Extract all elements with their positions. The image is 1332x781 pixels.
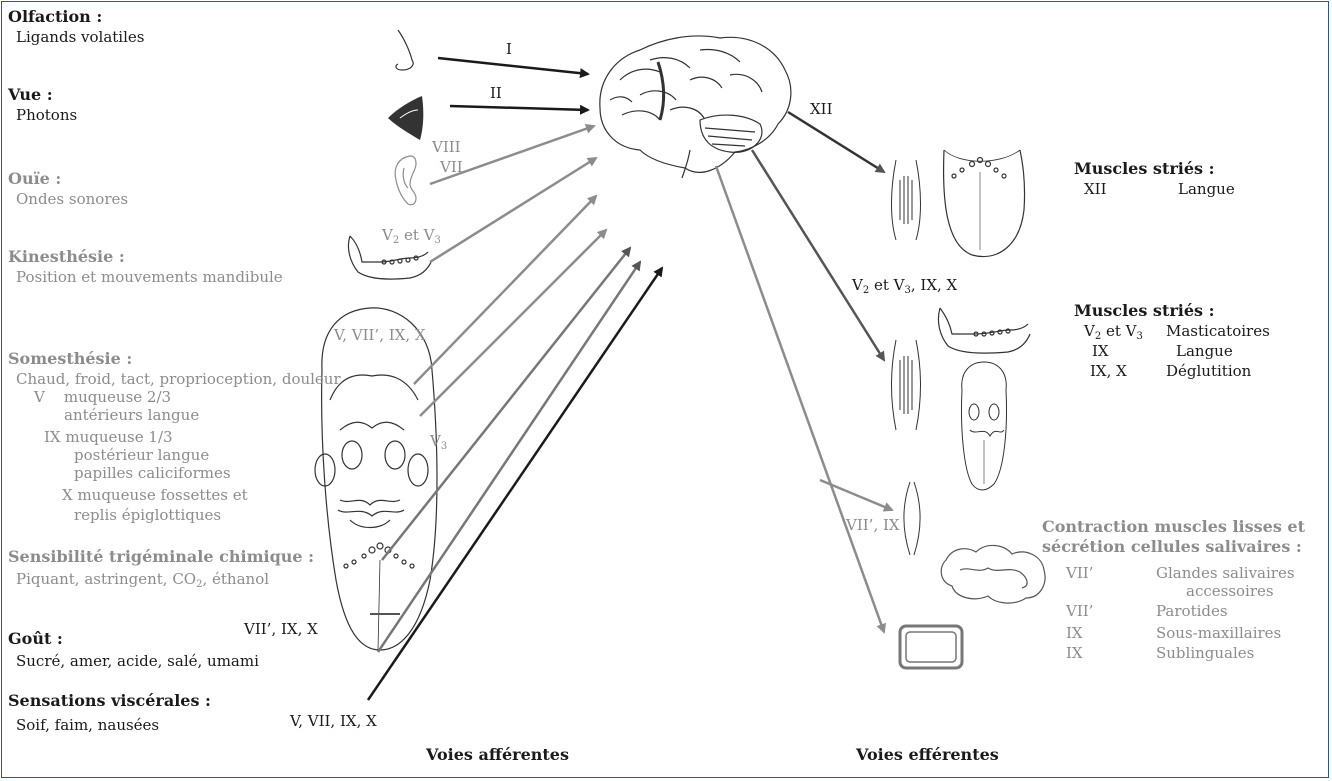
nerve-label-i: I bbox=[506, 40, 512, 58]
kinesthesie-title: Kinesthésie : bbox=[8, 248, 125, 266]
muscles2-row1-target: Masticatoires bbox=[1166, 322, 1270, 340]
trigeminal-desc: Piquant, astringent, CO2, éthanol bbox=[16, 570, 269, 594]
kinesthesie-desc: Position et mouvements mandibule bbox=[16, 268, 283, 286]
arrow-trigeminal bbox=[382, 248, 630, 560]
nerve-label-viii: VIII bbox=[432, 138, 461, 156]
muscles1-title: Muscles striés : bbox=[1074, 160, 1215, 178]
contraction-title-a: Contraction muscles lisses et bbox=[1042, 518, 1305, 536]
arrow-v3 bbox=[420, 230, 606, 416]
nose-icon bbox=[396, 30, 413, 70]
muscles2-row3-target: Déglutition bbox=[1166, 362, 1251, 380]
nerve-label-viscerales: V, VII, IX, X bbox=[290, 712, 377, 730]
trigeminal-title: Sensibilité trigéminale chimique : bbox=[8, 548, 314, 566]
arrow-somesthesie bbox=[414, 196, 596, 384]
contraction-title-b: sécrétion cellules salivaires : bbox=[1042, 538, 1302, 556]
contraction-row3-target: Parotides bbox=[1156, 602, 1228, 620]
contraction-row5-nerve: IX bbox=[1066, 644, 1083, 662]
somesthesie-line-5: postérieur langue bbox=[74, 446, 209, 464]
contraction-row4-nerve: IX bbox=[1066, 624, 1083, 642]
eye-icon bbox=[388, 96, 423, 140]
nerve-label-ii: II bbox=[490, 84, 502, 102]
muscles2-row2-nerve: IX bbox=[1092, 342, 1109, 360]
muscles2-title: Muscles striés : bbox=[1074, 302, 1215, 320]
brain-illustration bbox=[600, 36, 791, 178]
contraction-row5-target: Sublinguales bbox=[1156, 644, 1254, 662]
secretory-cell-icon bbox=[900, 626, 962, 668]
contraction-row2-target: accessoires bbox=[1186, 582, 1274, 600]
footer-afferent: Voies afférentes bbox=[426, 746, 569, 764]
olfaction-desc: Ligands volatiles bbox=[16, 28, 144, 46]
nerve-label-v3: V3 bbox=[430, 432, 447, 456]
gout-title: Goût : bbox=[8, 630, 63, 648]
somesthesie-line-7: X muqueuse fossettes et bbox=[62, 486, 248, 504]
muscles2-row3-nerve: IX, X bbox=[1090, 362, 1127, 380]
somesthesie-line-8: replis épiglottiques bbox=[74, 506, 221, 524]
nerve-label-v2-v3: V2 et V3 bbox=[382, 226, 441, 250]
muscles1-nerve: XII bbox=[1084, 180, 1107, 198]
muscle-fiber-icon-1 bbox=[892, 160, 921, 240]
vue-title: Vue : bbox=[8, 86, 53, 104]
arrow-xii bbox=[788, 112, 884, 172]
contraction-row3-nerve: VII’ bbox=[1066, 602, 1093, 620]
footer-efferent: Voies efférentes bbox=[856, 746, 999, 764]
nerve-label-vii: VII bbox=[440, 158, 463, 176]
smooth-muscle-icon bbox=[904, 482, 920, 555]
salivary-gland-icon bbox=[941, 545, 1045, 603]
contraction-row1-nerve: VII’ bbox=[1066, 564, 1093, 582]
somesthesie-line-6: papilles caliciformes bbox=[74, 464, 231, 482]
contraction-row1-target: Glandes salivaires bbox=[1156, 564, 1295, 582]
somesthesie-line-2: V muqueuse 2/3 bbox=[34, 388, 171, 406]
olfaction-title: Olfaction : bbox=[8, 8, 102, 26]
muscles2-row2-target: Langue bbox=[1176, 342, 1233, 360]
nerve-label-somesthesie: V, VII’, IX, X bbox=[334, 326, 426, 344]
nerve-label-gout: VII’, IX, X bbox=[244, 620, 318, 638]
arrow-muscles2 bbox=[752, 150, 884, 360]
nerve-label-mid-arrow: V2 et V3, IX, X bbox=[852, 276, 957, 300]
small-tongue-icon bbox=[961, 362, 1006, 490]
viscerales-desc: Soif, faim, nausées bbox=[16, 716, 159, 734]
tongue-efferent-icon bbox=[944, 150, 1025, 257]
gout-desc: Sucré, amer, acide, salé, umami bbox=[16, 652, 259, 670]
muscle-fiber-icon-2 bbox=[892, 340, 921, 430]
arrow-secretion bbox=[716, 166, 884, 632]
somesthesie-line-4: IX muqueuse 1/3 bbox=[44, 428, 173, 446]
tongue-illustration bbox=[315, 308, 437, 650]
arrow-vue bbox=[450, 106, 588, 110]
somesthesie-title: Somesthésie : bbox=[8, 350, 132, 368]
ear-icon bbox=[395, 156, 416, 205]
arrow-olfaction bbox=[438, 58, 588, 74]
somesthesie-line-3: antérieurs langue bbox=[64, 406, 199, 424]
muscles1-target: Langue bbox=[1178, 180, 1235, 198]
viscerales-title: Sensations viscérales : bbox=[8, 692, 211, 710]
ouie-desc: Ondes sonores bbox=[16, 190, 128, 208]
arrow-gout bbox=[378, 262, 640, 652]
nerve-label-lisses: VII’, IX bbox=[846, 516, 900, 534]
contraction-row4-target: Sous-maxillaires bbox=[1156, 624, 1281, 642]
vue-desc: Photons bbox=[16, 106, 77, 124]
nerve-label-xii: XII bbox=[810, 100, 833, 118]
mandible-icon-efferent bbox=[938, 308, 1030, 353]
somesthesie-line-1: Chaud, froid, tact, proprioception, doul… bbox=[16, 370, 341, 388]
ouie-title: Ouïe : bbox=[8, 170, 61, 188]
